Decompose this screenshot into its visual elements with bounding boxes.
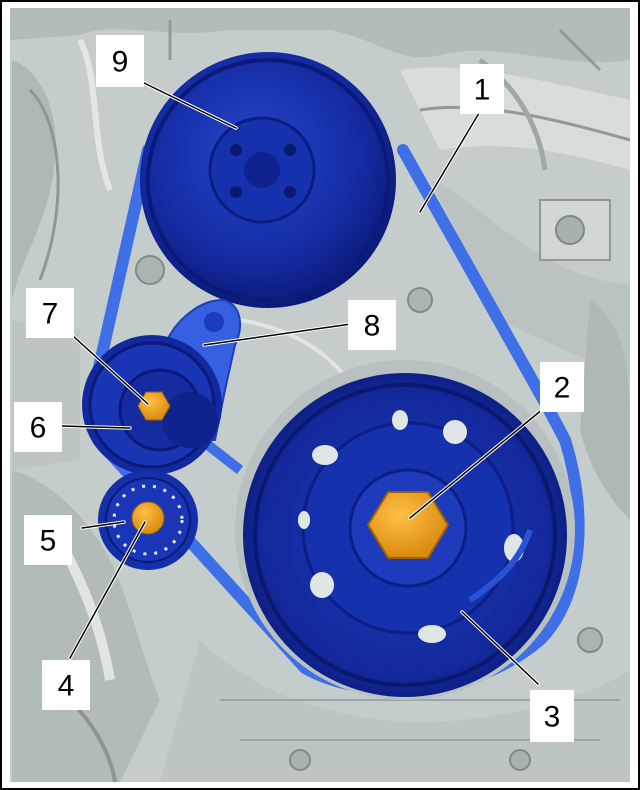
callout-label-2: 2 xyxy=(554,372,571,405)
callout-label-5: 5 xyxy=(40,525,57,558)
bolt-2 xyxy=(366,491,450,559)
idler-pulley-5 xyxy=(98,470,198,570)
callout-label-9: 9 xyxy=(112,46,129,79)
callout-9: 9 xyxy=(96,35,144,87)
callout-label-6: 6 xyxy=(30,412,47,445)
callout-8: 8 xyxy=(348,300,396,350)
callout-3: 3 xyxy=(530,690,574,742)
callout-label-3: 3 xyxy=(544,701,561,734)
bolt-7 xyxy=(137,391,171,421)
callout-5: 5 xyxy=(24,515,72,565)
callout-7: 7 xyxy=(26,288,74,338)
callout-label-7: 7 xyxy=(42,298,59,331)
callout-label-8: 8 xyxy=(364,310,381,343)
callout-label-1: 1 xyxy=(474,74,491,107)
callout-1: 1 xyxy=(460,64,504,114)
callout-4: 4 xyxy=(42,660,90,710)
leader-lines-core xyxy=(61,79,561,685)
pulley-9 xyxy=(140,52,396,308)
callout-2: 2 xyxy=(540,362,584,412)
callout-label-4: 4 xyxy=(58,670,75,703)
callout-6: 6 xyxy=(14,402,62,452)
